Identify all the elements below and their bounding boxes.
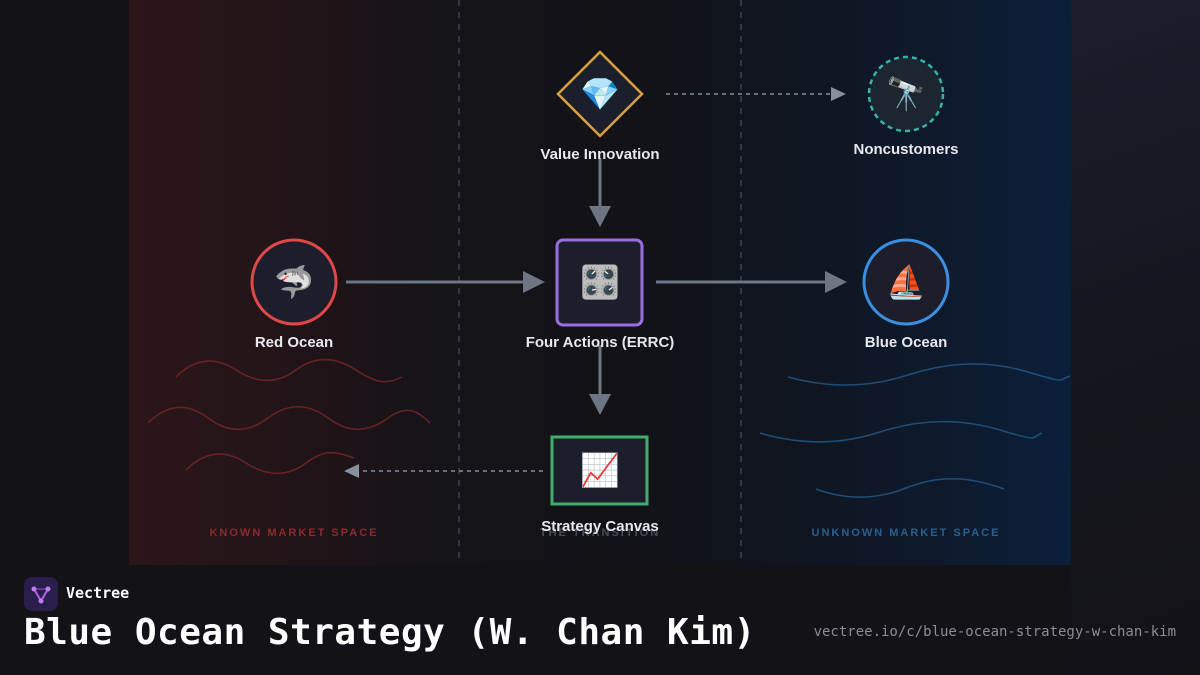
page-title: Blue Ocean Strategy (W. Chan Kim)	[24, 612, 756, 653]
red-ocean-circle	[250, 238, 338, 326]
sailboat-icon: ⛵	[886, 264, 926, 300]
shark-icon: 🦈	[274, 264, 314, 300]
blue-ocean-circle	[862, 238, 950, 326]
blue-ocean-label: Blue Ocean	[864, 334, 948, 351]
strategy-canvas-label: Strategy Canvas	[541, 518, 659, 535]
strategy-canvas-rect	[550, 435, 649, 506]
dashed-arrows	[344, 87, 846, 478]
brand-name: Vectree	[66, 584, 130, 602]
chart-increasing-icon: 📈	[580, 452, 620, 488]
red-ocean-label: Red Ocean	[254, 334, 334, 351]
background-panel	[1070, 0, 1200, 675]
value-innovation-label: Value Innovation	[540, 146, 660, 163]
four-actions-square	[555, 238, 644, 327]
page-url[interactable]: vectree.io/c/blue-ocean-strategy-w-chan-…	[813, 624, 1176, 640]
gem-icon: 💎	[580, 76, 620, 112]
red-waves	[147, 358, 431, 475]
zone-label-known: KNOWN MARKET SPACE	[209, 527, 379, 539]
value-innovation-diamond	[556, 50, 644, 138]
diagram-canvas: 💎 🔭 🦈 🎛️ ⛵ 📈 KNOWN MARKET SPACE THE TRAN…	[129, 0, 1071, 565]
diagram-svg	[147, 0, 1071, 560]
four-actions-label: Four Actions (ERRC)	[525, 334, 675, 351]
flow-arrows	[346, 158, 847, 415]
vectree-logo-icon	[24, 577, 58, 611]
noncustomers-label: Noncustomers	[853, 141, 959, 158]
zone-label-transition: THE TRANSITION	[539, 527, 661, 539]
telescope-icon: 🔭	[886, 76, 926, 112]
zone-label-unknown: UNKNOWN MARKET SPACE	[811, 527, 1001, 539]
noncustomers-circle	[867, 55, 945, 133]
blue-waves	[759, 363, 1071, 498]
control-knobs-icon: 🎛️	[580, 264, 620, 300]
